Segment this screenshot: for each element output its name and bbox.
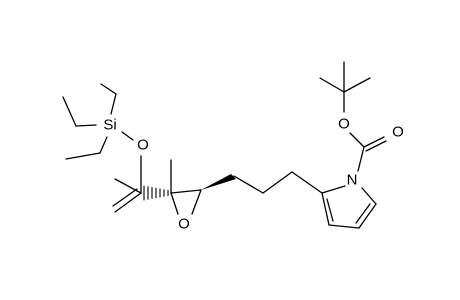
bond	[110, 93, 117, 115]
bond	[357, 146, 365, 172]
atom-labels: O O N Si O O	[103, 116, 404, 233]
bond	[233, 175, 264, 194]
bond	[100, 83, 117, 95]
bond	[321, 185, 346, 194]
silicon-label: Si	[103, 117, 116, 134]
bond	[361, 187, 377, 205]
bond	[365, 140, 387, 152]
bond	[343, 77, 371, 93]
bond	[121, 131, 134, 141]
bond	[363, 136, 385, 148]
epoxide-oxygen-label: O	[178, 216, 190, 233]
pyrrole-nitrogen-label: N	[347, 172, 358, 189]
bond	[170, 192, 179, 215]
bond	[291, 171, 323, 194]
carbonyl-oxygen-label: O	[392, 124, 404, 141]
bond	[319, 77, 345, 93]
bond	[355, 203, 371, 224]
bond	[75, 124, 97, 127]
silyl-oxygen-label: O	[137, 137, 149, 154]
bond	[349, 132, 365, 148]
tert-butyl-group	[319, 61, 371, 113]
silyl-enol-ether	[62, 83, 142, 213]
epoxide-ring	[143, 159, 236, 215]
ester-oxygen-label: O	[338, 116, 350, 133]
bond	[358, 203, 377, 229]
propyl-chain	[233, 171, 323, 194]
bond	[170, 189, 202, 194]
bond	[262, 171, 293, 194]
pyrrole-ring	[321, 185, 377, 229]
bond	[328, 224, 360, 229]
bond	[99, 136, 108, 154]
bond	[191, 189, 202, 215]
carbamate-group	[349, 132, 387, 172]
bond	[112, 188, 138, 207]
wedge-bond	[201, 174, 236, 190]
bond	[65, 152, 101, 160]
bond	[114, 178, 142, 194]
bond	[321, 192, 330, 226]
hashed-wedge-bond	[143, 185, 169, 201]
bond	[326, 198, 334, 222]
bond	[114, 192, 142, 213]
bond	[62, 96, 77, 127]
